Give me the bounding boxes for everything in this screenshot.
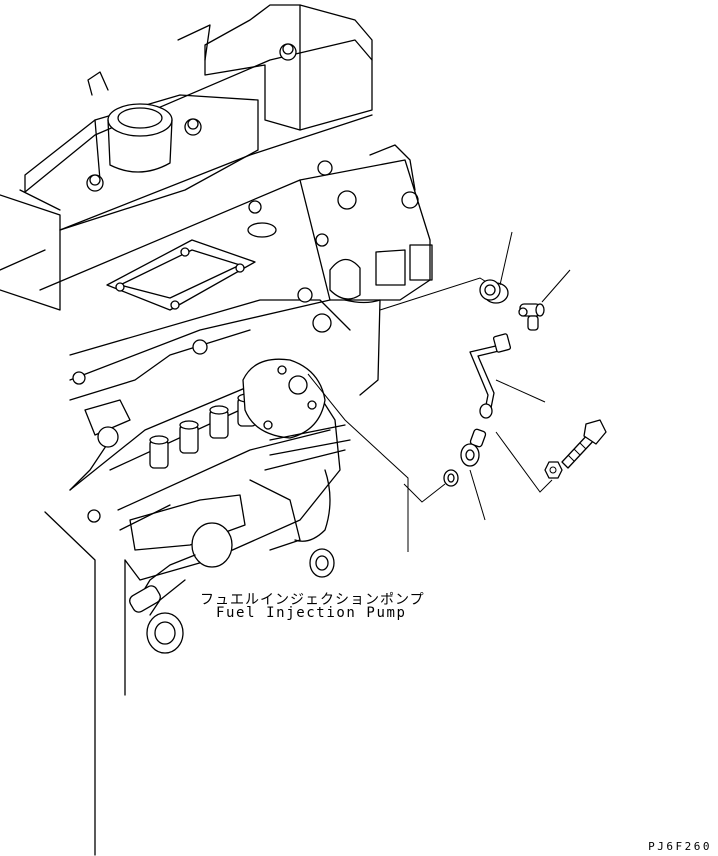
callout-label-english: Fuel Injection Pump <box>216 605 407 621</box>
fuel-injection-pump <box>69 358 409 654</box>
fuel-tube <box>469 333 546 419</box>
leader-line-main <box>379 277 489 311</box>
eye-joint <box>460 428 487 521</box>
grommet <box>479 231 513 304</box>
bolt <box>495 419 607 493</box>
callout-label-japanese: フュエルインジェクションポンプ <box>200 592 425 608</box>
engine-block <box>0 4 433 856</box>
nut <box>544 461 563 479</box>
drawing-code: PJ6F260 <box>648 840 712 853</box>
elbow-fitting <box>518 269 571 331</box>
gasket-washer <box>403 469 459 503</box>
head-bolts <box>86 43 419 247</box>
